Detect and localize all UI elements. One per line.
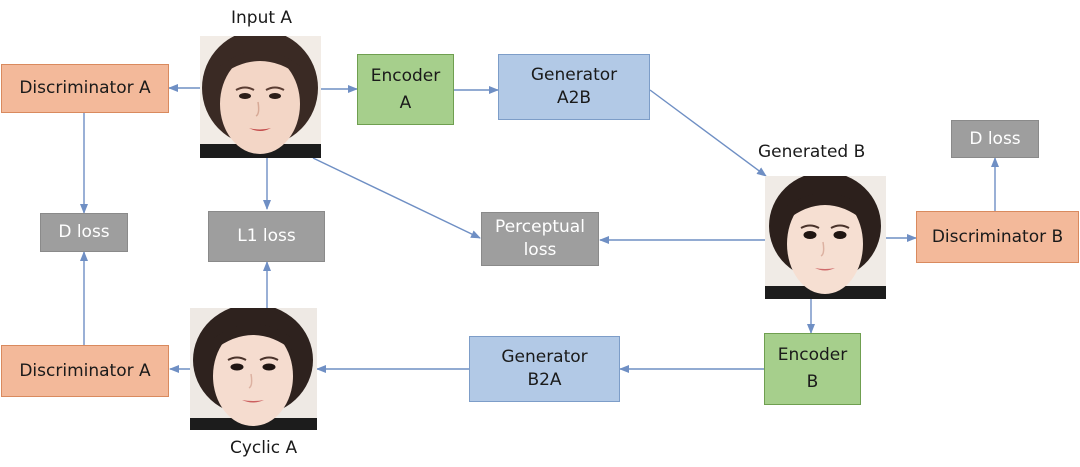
- generated-b-face-image: [765, 176, 886, 299]
- encoder-b-label-line2: B: [806, 372, 819, 392]
- perceptual-loss-box: Perceptual loss: [481, 212, 599, 266]
- perceptual-loss-label-line2: loss: [523, 240, 557, 260]
- discriminator-a-top-label: Discriminator A: [19, 78, 151, 98]
- generator-b2a-label-line1: Generator: [501, 347, 588, 367]
- arrow-input-to-perceptual-loss: [312, 157, 481, 239]
- discriminator-a-bottom-box: Discriminator A: [1, 345, 169, 397]
- cyclic-a-face-image: [190, 308, 317, 430]
- d-loss-right-box: D loss: [951, 120, 1039, 158]
- encoder-b-box: Encoder B: [764, 333, 861, 405]
- perceptual-loss-label-line1: Perceptual: [495, 217, 585, 237]
- encoder-b-label-line1: Encoder: [777, 345, 848, 365]
- arrow-generator-a2b-to-generated-b: [649, 89, 767, 177]
- discriminator-b-box: Discriminator B: [916, 211, 1079, 263]
- cyclic-a-caption: Cyclic A: [230, 438, 298, 458]
- l1-loss-label: L1 loss: [237, 226, 296, 246]
- d-loss-left-box: D loss: [40, 213, 128, 252]
- input-a-face-image: [200, 36, 321, 158]
- discriminator-a-bottom-label: Discriminator A: [19, 360, 151, 381]
- encoder-a-label-line1: Encoder: [370, 65, 441, 86]
- d-loss-right-label: D loss: [969, 128, 1021, 149]
- d-loss-left-label: D loss: [58, 222, 110, 242]
- l1-loss-box: L1 loss: [208, 211, 325, 262]
- generator-a2b-box: Generator A2B: [498, 54, 650, 120]
- generator-b2a-label-line2: B2A: [527, 370, 562, 390]
- generator-a2b-label-line2: A2B: [556, 88, 592, 108]
- encoder-a-label-line2: A: [399, 92, 412, 113]
- generator-a2b-label-line1: Generator: [530, 65, 618, 85]
- encoder-a-box: Encoder A: [357, 54, 454, 125]
- input-a-caption: Input A: [231, 8, 293, 28]
- discriminator-b-label: Discriminator B: [931, 226, 1064, 247]
- discriminator-a-top-box: Discriminator A: [1, 64, 169, 113]
- generator-b2a-box: Generator B2A: [469, 336, 620, 402]
- generated-b-caption: Generated B: [758, 142, 866, 162]
